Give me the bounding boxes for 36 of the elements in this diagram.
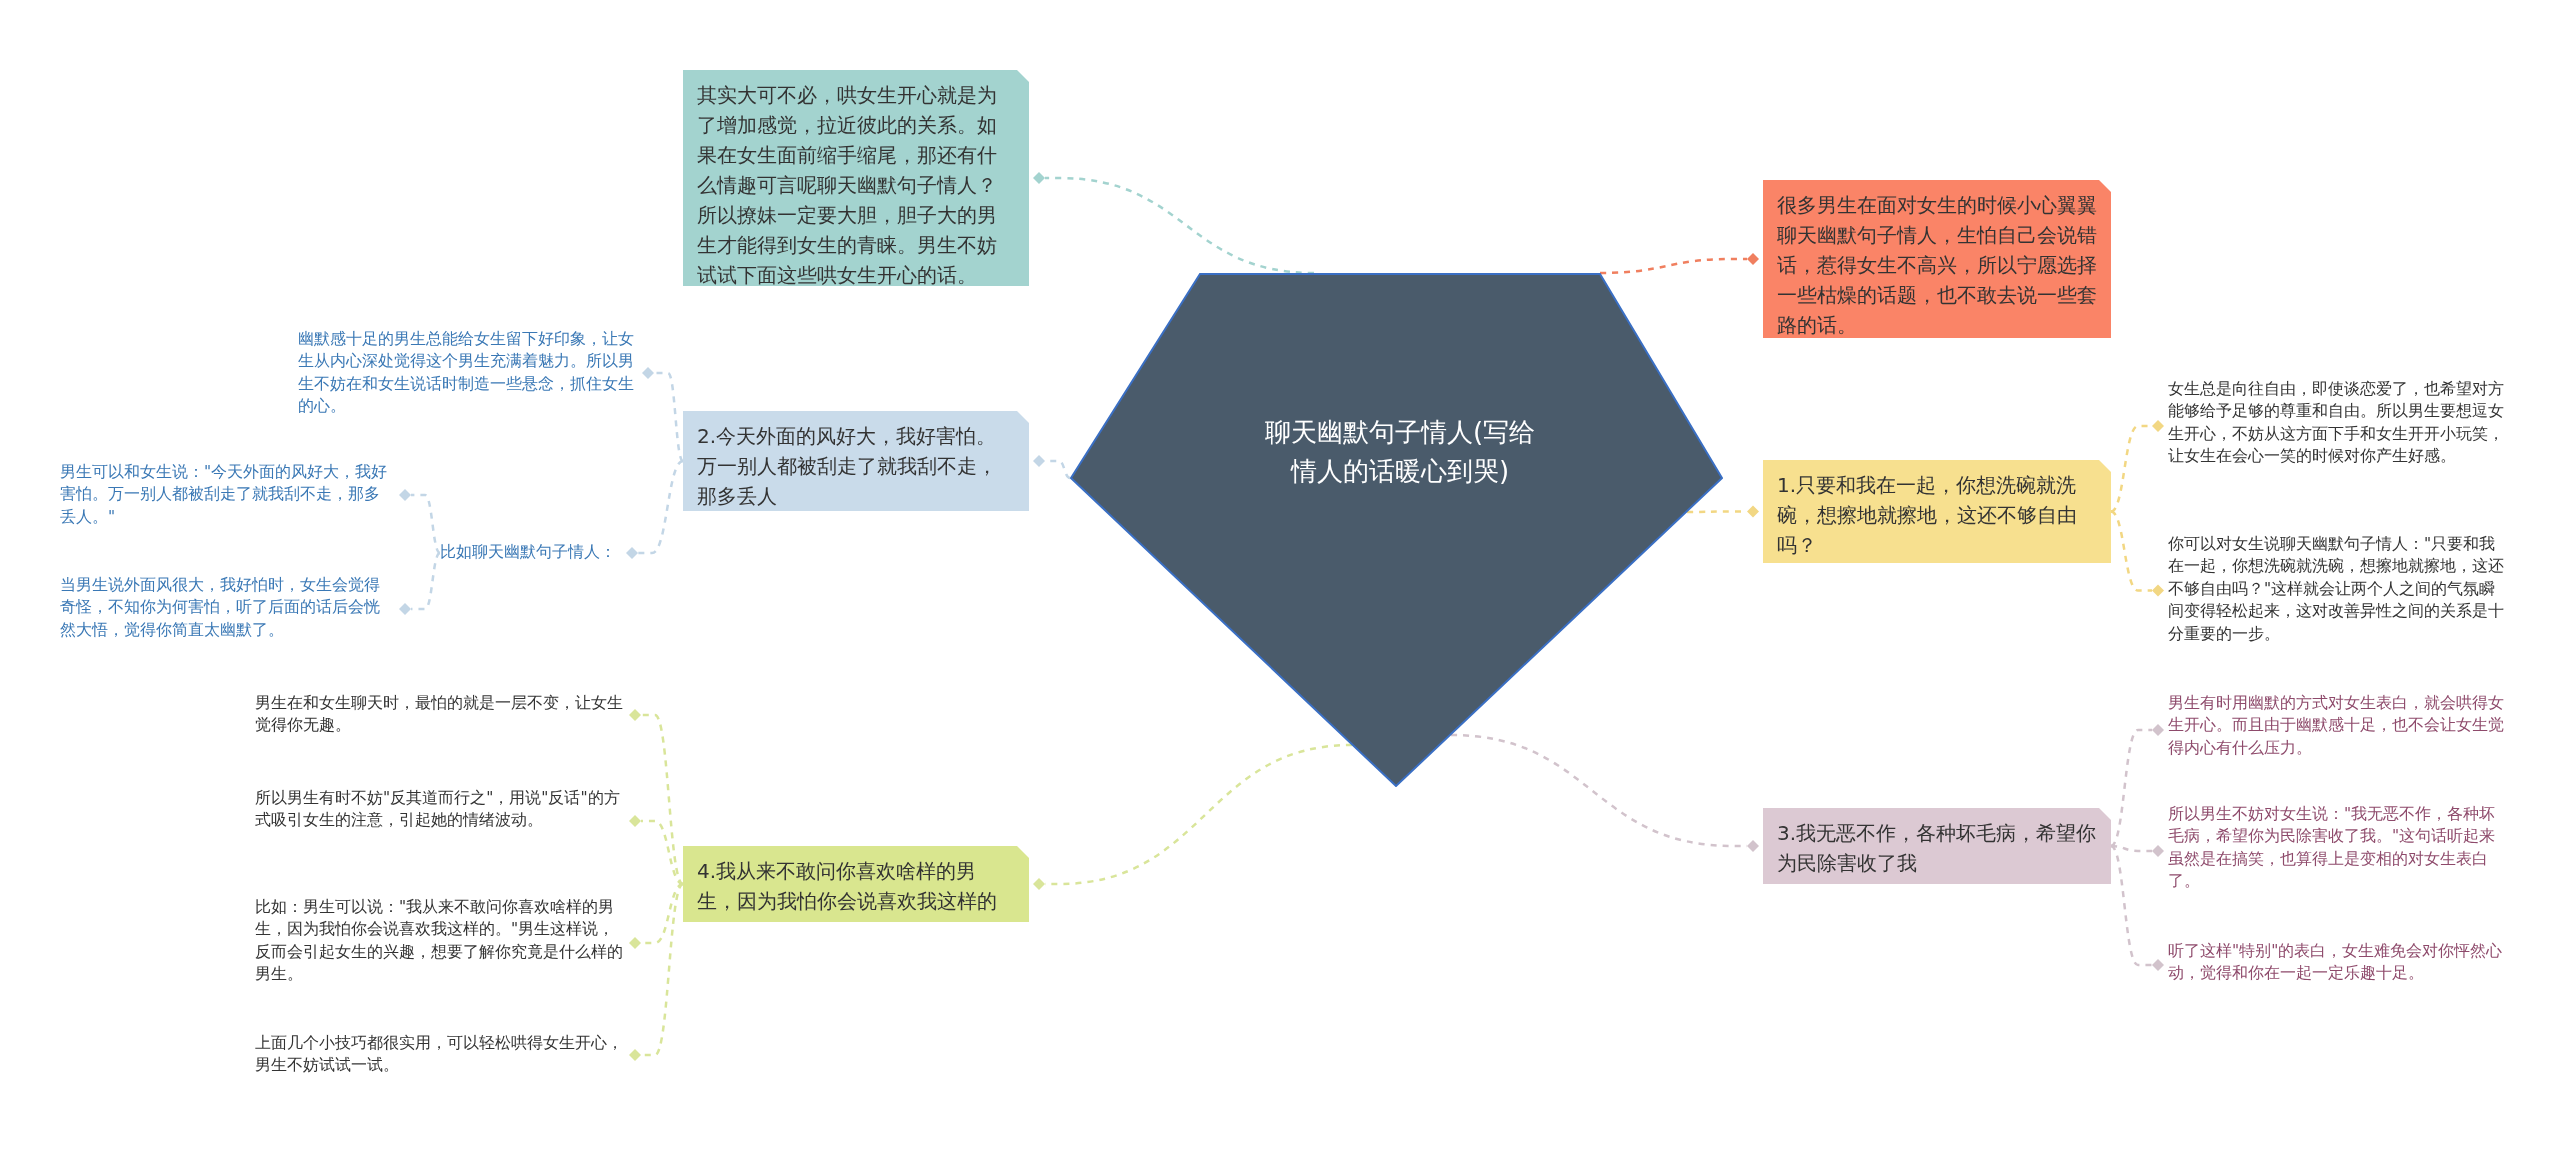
connector: [2110, 510, 2164, 597]
connector: [626, 459, 684, 559]
central-title: 聊天幽默句子情人(写给情人的话暖心到哭): [1263, 416, 1537, 488]
connector: [642, 367, 684, 462]
note-text: 所以男生不妨对女生说："我无恶不作，各种坏毛病，希望你为民除害收了我。"这句话听起来虽然是在搞笑，也算得上是变相的对女生表白了。: [2168, 803, 2508, 899]
connector: [2110, 420, 2164, 513]
note-text: 比如：男生可以说："我从来不敢问你喜欢啥样的男生，因为我怕你会说喜欢我这样的。"男生这样说，反而会引起女生的兴趣，想要了解你究竟是什么样的男生。: [255, 896, 625, 990]
connector: [1033, 455, 1071, 480]
topic-box: 4.我从来不敢问你喜欢啥样的男生，因为我怕你会说喜欢我这样的: [683, 846, 1029, 922]
connector: [1687, 505, 1759, 518]
connector: [1033, 172, 1315, 275]
note-text: 女生总是向往自由，即使谈恋爱了，也希望对方能够给予足够的尊重和自由。所以男生要想逗女生开心，不妨从这方面下手和女生开开小玩笑，让女生在会心一笑的时候对你产生好感。: [2168, 378, 2508, 474]
connector: [1450, 733, 1759, 852]
connector: [2110, 845, 2164, 971]
connector: [2110, 724, 2164, 847]
note-text: 幽默感十足的男生总能给女生留下好印象，让女生从内心深处觉得这个男生充满着魅力。所以男生不妨在和女生说话时制造一些悬念，抓住女生的心。: [298, 328, 638, 418]
note-text: 当男生说外面风很大，我好怕时，女生会觉得奇怪，不知你为何害怕，听了后面的话后会恍然大悟，觉得你简直太幽默了。: [60, 574, 395, 644]
connector: [1033, 743, 1353, 890]
connector: [399, 489, 441, 554]
topic-box: 很多男生在面对女生的时候小心翼翼聊天幽默句子情人，生怕自己会说错话，惹得女生不高兴，所以宁愿选择一些枯燥的话题，也不敢去说一些套路的话。: [1763, 180, 2111, 338]
connector: [629, 709, 684, 885]
connector: [1599, 253, 1759, 275]
connector: [629, 883, 684, 1061]
note-text: 男生在和女生聊天时，最怕的就是一层不变，让女生觉得你无趣。: [255, 692, 625, 738]
topic-box: 1.只要和我在一起，你想洗碗就洗碗，想擦地就擦地，这还不够自由吗？: [1763, 460, 2111, 563]
note-text: 听了这样"特别"的表白，女生难免会对你怦然心动，觉得和你在一起一定乐趣十足。: [2168, 940, 2508, 990]
connector: [399, 552, 441, 615]
topic-box: 3.我无恶不作，各种坏毛病，希望你为民除害收了我: [1763, 808, 2111, 884]
note-text: 你可以对女生说聊天幽默句子情人："只要和我在一起，你想洗碗就洗碗，想擦地就擦地，这还不够自由吗？"这样就会让两个人之间的气氛瞬间变得轻松起来，这对改善异性之间的关系是十分重要的一步。: [2168, 533, 2508, 648]
topic-box: 其实大可不必，哄女生开心就是为了增加感觉，拉近彼此的关系。如果在女生面前缩手缩尾，那还有什么情趣可言呢聊天幽默句子情人？所以撩妹一定要大胆，胆子大的男生才能得到女生的青睐。男生不妨试试下面这些哄女生开心的话。: [683, 70, 1029, 286]
note-text: 比如聊天幽默句子情人：: [440, 541, 622, 565]
note-text: 所以男生有时不妨"反其道而行之"，用说"反话"的方式吸引女生的注意，引起她的情绪波动。: [255, 787, 625, 855]
note-text: 男生有时用幽默的方式对女生表白，就会哄得女生开心。而且由于幽默感十足，也不会让女生觉得内心有什么压力。: [2168, 692, 2508, 768]
note-text: 上面几个小技巧都很实用，可以轻松哄得女生开心，男生不妨试试一试。: [255, 1032, 625, 1078]
note-text: 男生可以和女生说："今天外面的风好大，我好害怕。万一别人都被刮走了就我刮不走，那多丢人。": [60, 461, 395, 529]
topic-box: 2.今天外面的风好大，我好害怕。万一别人都被刮走了就我刮不走，那多丢人: [683, 411, 1029, 511]
